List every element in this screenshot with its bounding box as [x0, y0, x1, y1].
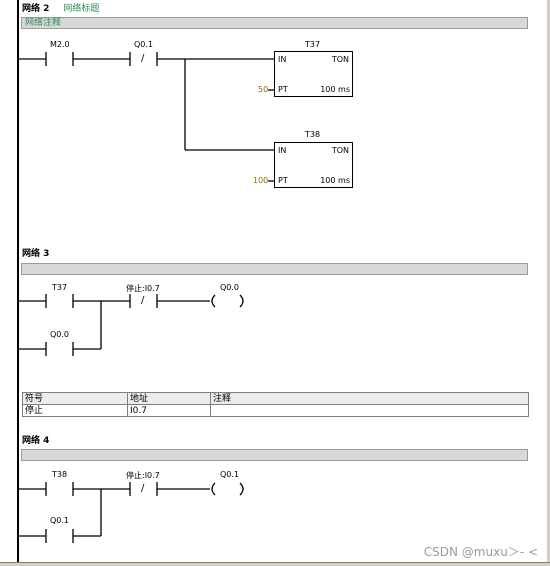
network-4-comment[interactable]: [21, 449, 528, 461]
timer-pt-value-t38[interactable]: 100: [253, 176, 269, 185]
timer-box-t38[interactable]: IN TON PT 100 ms: [274, 142, 353, 188]
timer-pt-value-t37[interactable]: 50: [258, 85, 269, 94]
network-2-title[interactable]: 网络 2 网络标题: [22, 1, 99, 14]
contact-label-t38[interactable]: T38: [52, 470, 68, 479]
contact-label-q01[interactable]: Q0.1: [134, 40, 154, 49]
network-4-title[interactable]: 网络 4: [22, 436, 50, 446]
symbol-table-header: 符号 地址 注释: [22, 392, 529, 405]
column-header-comment: 注释: [210, 392, 529, 405]
coil-label-q01[interactable]: Q0.1: [220, 470, 240, 479]
contact-label-m20[interactable]: M2.0: [50, 40, 70, 49]
left-power-rail: [17, 0, 19, 566]
table-row[interactable]: 停止 I0.7: [22, 404, 529, 417]
timer-base: 100 ms: [320, 85, 350, 94]
network-title-text: 网络 2: [22, 4, 50, 14]
contact-label-stop-i07[interactable]: 停止:I0.7: [126, 284, 160, 293]
coil-q00-right-arc: [239, 294, 244, 308]
contact-label-t37[interactable]: T37: [52, 283, 68, 292]
contact-label-q00[interactable]: Q0.0: [50, 330, 70, 339]
contact-label-q01-b[interactable]: Q0.1: [50, 516, 70, 525]
cell-symbol[interactable]: 停止: [22, 404, 128, 417]
nc-slash: /: [141, 483, 145, 494]
cell-comment[interactable]: [210, 404, 529, 417]
timer-pin-in: IN: [278, 55, 287, 64]
network-subtitle: 网络标题: [63, 4, 100, 14]
coil-label-q00[interactable]: Q0.0: [220, 283, 240, 292]
cell-address[interactable]: I0.7: [127, 404, 211, 417]
coil-q00-left-arc: [211, 294, 216, 308]
coil-q01-left-arc: [211, 482, 216, 496]
network-3-title[interactable]: 网络 3: [22, 249, 50, 259]
timer-type: TON: [331, 55, 349, 64]
network-2-comment[interactable]: 网络注释: [21, 17, 528, 29]
contact-label-stop-i07-b[interactable]: 停止:I0.7: [126, 471, 160, 480]
network-3-comment[interactable]: [21, 263, 528, 275]
coil-q01-right-arc: [239, 482, 244, 496]
timer-box-t37[interactable]: IN TON PT 100 ms: [274, 51, 353, 97]
symbol-table: 符号 地址 注释 停止 I0.7: [22, 392, 529, 417]
timer-label-t38[interactable]: T38: [305, 130, 321, 139]
nc-slash: /: [141, 295, 145, 306]
horizontal-scrollbar-edge[interactable]: [0, 562, 550, 566]
column-header-address: 地址: [127, 392, 211, 405]
column-header-symbol: 符号: [22, 392, 128, 405]
timer-type: TON: [331, 146, 349, 155]
timer-base: 100 ms: [320, 176, 350, 185]
nc-slash: /: [141, 53, 145, 64]
timer-pin-in: IN: [278, 146, 287, 155]
timer-label-t37[interactable]: T37: [305, 40, 321, 49]
watermark-text: CSDN @muxu＞- <: [423, 545, 538, 559]
timer-pin-pt: PT: [278, 176, 288, 185]
vertical-scrollbar-edge[interactable]: [547, 0, 550, 566]
timer-pin-pt: PT: [278, 85, 288, 94]
